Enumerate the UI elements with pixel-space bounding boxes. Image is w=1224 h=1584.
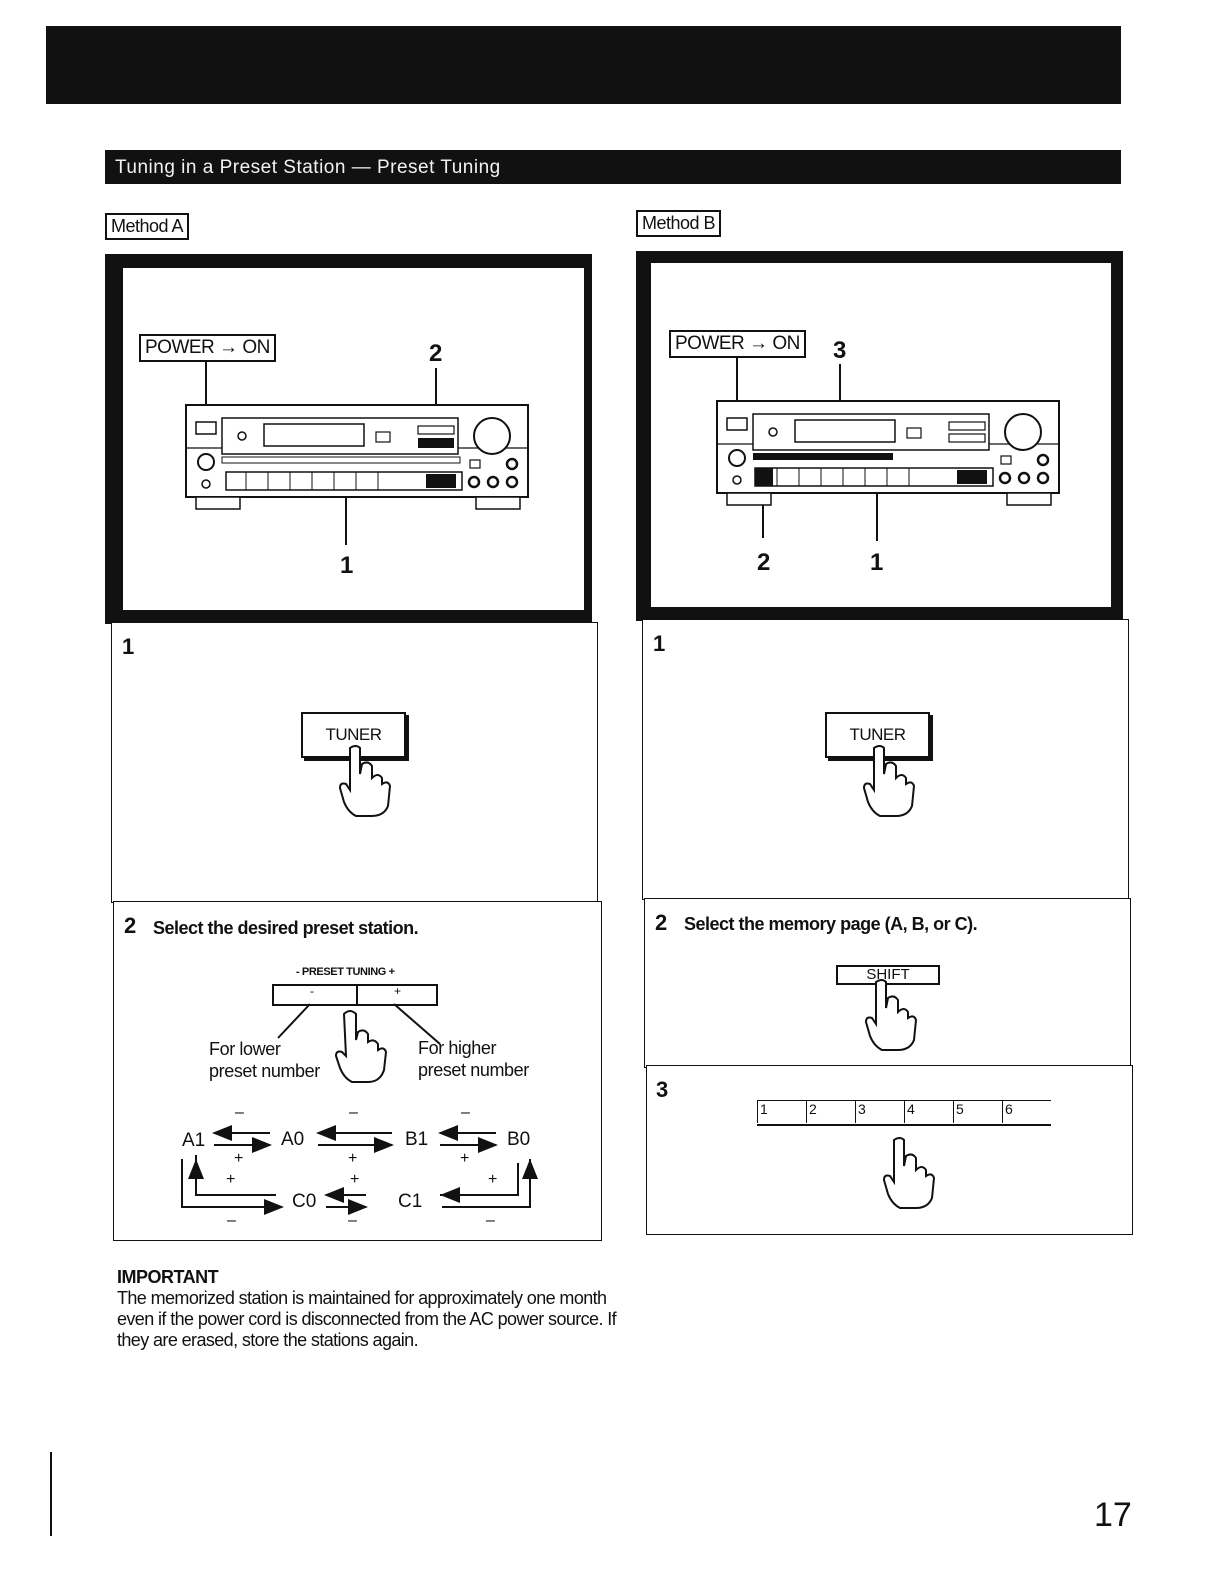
seq-minus-6: – — [486, 1212, 495, 1229]
preset-key-6: 6 — [1002, 1101, 1051, 1123]
seq-plus-1: + — [234, 1150, 244, 1167]
method-a-label: Method A — [105, 213, 190, 240]
method-b-step1-box — [642, 619, 1129, 900]
seq-minus-2: – — [349, 1104, 358, 1121]
shift-button: SHIFT — [836, 965, 940, 985]
margin-mark — [50, 1452, 52, 1536]
method-a-callout-2: 2 — [429, 340, 443, 367]
preset-key-5: 5 — [953, 1101, 1002, 1123]
seq-c1: C1 — [398, 1191, 423, 1212]
method-b-step1-number: 1 — [653, 631, 666, 656]
method-b-receiver-drawing — [716, 356, 1060, 541]
method-b-label: Method B — [636, 210, 722, 237]
preset-key-1: 1 — [757, 1101, 806, 1123]
method-b-step3-number: 3 — [656, 1077, 669, 1102]
method-b-step2-hand-icon — [864, 979, 918, 1051]
method-a-step1-hand-icon — [338, 745, 392, 817]
method-a-callout-1: 1 — [340, 552, 354, 579]
method-b-step3-hand-icon — [882, 1137, 936, 1209]
preset-tuning-plus-key: + — [394, 984, 402, 998]
seq-plus-5: + — [350, 1171, 360, 1188]
method-b-power-label: POWER → ON — [669, 330, 806, 358]
preset-key-3: 3 — [855, 1101, 904, 1123]
preset-sequence-arrows — [181, 1125, 538, 1215]
seq-minus-5: – — [348, 1212, 357, 1229]
seq-b0: B0 — [507, 1129, 531, 1150]
seq-a1: A1 — [182, 1130, 206, 1151]
seq-plus-2: + — [348, 1150, 358, 1167]
page-number: 17 — [1094, 1496, 1132, 1534]
seq-a0: A0 — [281, 1129, 305, 1150]
method-b-step3-box — [646, 1065, 1133, 1235]
for-higher-note: For higher preset number — [418, 1038, 529, 1080]
method-b-step2-number: 2 — [655, 910, 668, 935]
seq-plus-4: + — [226, 1171, 236, 1188]
method-b-step1-hand-icon — [862, 745, 916, 817]
method-a-receiver-drawing — [185, 360, 529, 545]
method-b-tuner-button: TUNER — [825, 712, 930, 758]
important-title: IMPORTANT — [117, 1267, 219, 1287]
seq-plus-3: + — [460, 1150, 470, 1167]
preset-tuning-minus-key: - — [310, 984, 314, 998]
method-a-step1-number: 1 — [122, 634, 135, 659]
for-lower-note: For lower preset number — [209, 1039, 320, 1081]
preset-number-keys: 1 2 3 4 5 6 — [757, 1100, 1051, 1126]
seq-c0: C0 — [292, 1191, 317, 1212]
preset-tuning-label: - PRESET TUNING + — [296, 966, 395, 978]
preset-tuning-control: - + — [272, 984, 438, 1006]
preset-tuning-pointer-lines — [277, 1003, 441, 1083]
method-b-callout-2: 2 — [757, 549, 771, 576]
method-b-callout-3: 3 — [833, 337, 847, 364]
seq-b1: B1 — [405, 1129, 429, 1150]
important-body: The memorized station is maintained for … — [117, 1288, 617, 1350]
method-b-step2-instruction: Select the memory page (A, B, or C). — [684, 914, 978, 934]
seq-minus-1: – — [235, 1104, 244, 1121]
seq-minus-3: – — [461, 1104, 470, 1121]
method-a-step2-instruction: Select the desired preset station. — [153, 918, 419, 938]
preset-key-4: 4 — [904, 1101, 953, 1123]
method-a-step2-number: 2 — [124, 913, 137, 938]
section-title: Tuning in a Preset Station — Preset Tuni… — [105, 150, 1121, 184]
seq-minus-4: – — [227, 1212, 236, 1229]
header-bar — [46, 26, 1121, 104]
method-b-callout-1: 1 — [870, 549, 884, 576]
preset-key-2: 2 — [806, 1101, 855, 1123]
method-a-power-label: POWER → ON — [139, 334, 276, 362]
seq-plus-6: + — [488, 1171, 498, 1188]
